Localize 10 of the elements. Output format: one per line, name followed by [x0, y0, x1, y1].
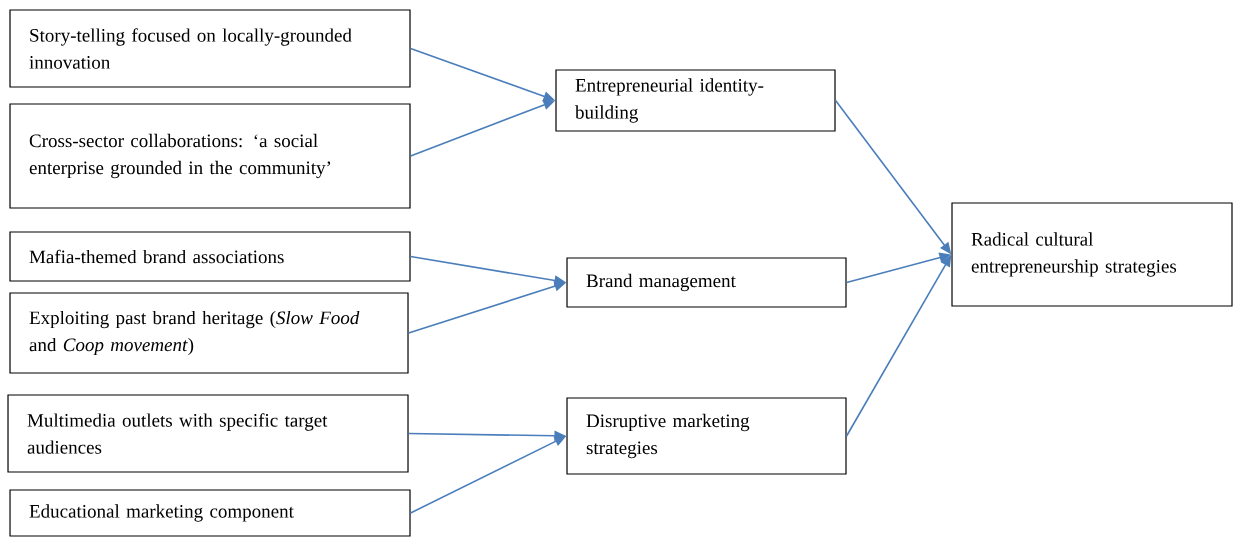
- strategy-box: Disruptive marketing strategies: [566, 397, 847, 475]
- input-box: Educational marketing component: [9, 489, 411, 537]
- strategy-box: Brand management: [566, 257, 847, 308]
- input-box: Story-telling focused on locally-grounded innovation: [9, 9, 411, 88]
- input-box: Mafia-themed brand associations: [9, 231, 411, 282]
- input-box: Exploiting past brand heritage (Slow Food and Coop movement): [9, 292, 409, 374]
- strategy-box: Entrepreneurial identity-building: [555, 69, 836, 132]
- input-box: Multimedia outlets with specific target audiences: [7, 394, 409, 473]
- input-box: Cross-sector collaborations: ‘a social enterprise grounded in the community’: [9, 103, 411, 209]
- outcome-box: Radical cultural entrepreneurship strategies: [951, 202, 1233, 307]
